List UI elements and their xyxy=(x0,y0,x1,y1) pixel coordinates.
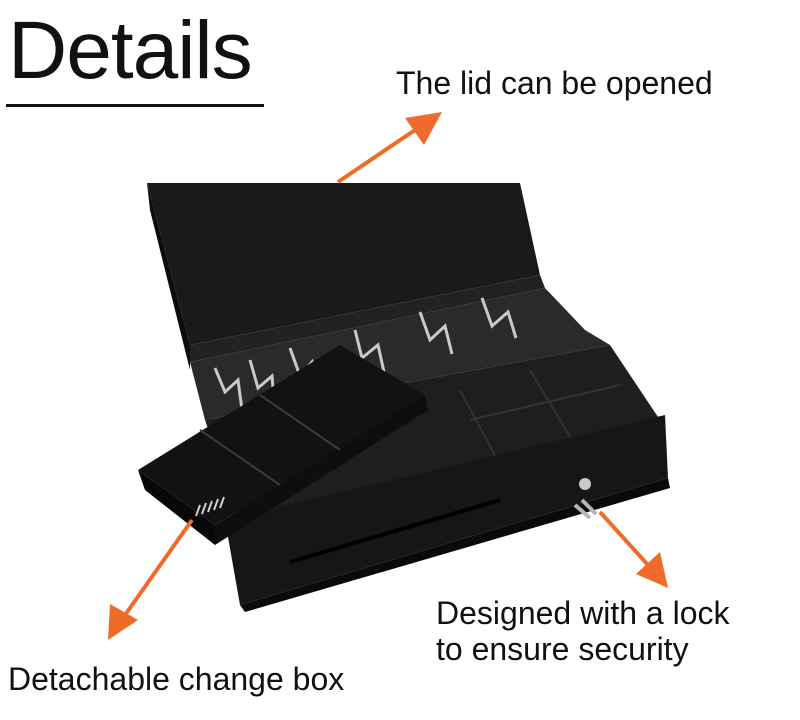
change-box-caption: Detachable change box xyxy=(8,661,345,697)
lock-caption-line-2: to ensure security xyxy=(436,630,689,667)
arrow-up-right-icon xyxy=(336,112,442,184)
title-underline xyxy=(6,104,264,107)
change-box-tray xyxy=(138,345,428,545)
lock-keyhole xyxy=(579,478,591,490)
page-title: Details xyxy=(8,5,253,96)
drawer-front xyxy=(225,415,670,612)
arrow-down-left-icon xyxy=(108,518,194,640)
lid-caption: The lid can be opened xyxy=(396,65,713,101)
arrow-down-right-icon xyxy=(598,510,668,588)
keys xyxy=(573,498,598,520)
lock-caption-line-1: Designed with a lock xyxy=(436,595,730,631)
lock-caption: Designed with a lock to ensure security xyxy=(436,595,730,668)
drawer-lid xyxy=(147,183,545,370)
